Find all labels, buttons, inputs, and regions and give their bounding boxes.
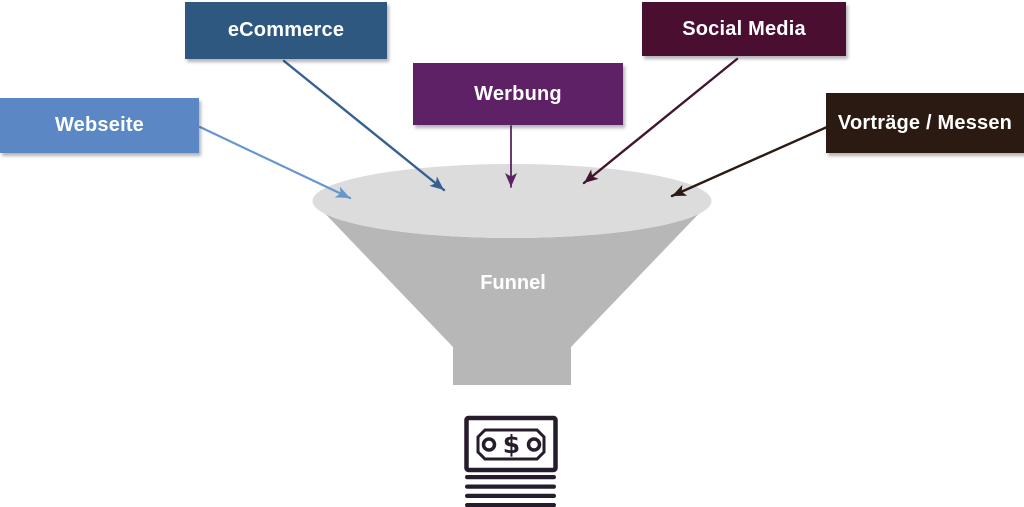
funnel-top-opening (312, 164, 712, 238)
banknote-stack-line (465, 493, 556, 498)
banknote-inner-border (476, 428, 546, 461)
money-stack-icon: $ (464, 415, 558, 507)
source-box-social-media: Social Media (642, 2, 846, 56)
banknote-right-circle (526, 437, 542, 452)
dollar-sign: $ (503, 430, 520, 459)
source-label: eCommerce (227, 19, 345, 41)
source-box-ecommerce: eCommerce (185, 2, 387, 59)
source-label: Werbung (474, 82, 562, 105)
banknote-outline (464, 415, 558, 473)
funnel-label: Funnel (480, 272, 546, 294)
source-box-webseite: Webseite (0, 98, 199, 153)
source-box-werbung: Werbung (413, 63, 623, 125)
source-label: Webseite (54, 114, 145, 136)
arrow-ecommerce-to-funnel (282, 59, 446, 192)
arrows (198, 57, 829, 200)
source-label: Vorträge / Messen (837, 111, 1013, 134)
funnel-body (313, 201, 711, 385)
funnel-shape (312, 164, 712, 385)
banknote-stack-line (465, 475, 556, 480)
source-box-vortraege-messen: Vorträge / Messen (826, 93, 1024, 153)
banknote-stack-line (465, 484, 556, 489)
source-label: Social Media (682, 17, 806, 40)
arrow-webseite-to-funnel (198, 125, 352, 200)
banknote-left-circle (481, 437, 497, 452)
arrow-social-media-to-funnel (582, 57, 739, 185)
banknote-stack-line (465, 503, 556, 507)
arrow-vortraege-to-funnel (670, 125, 829, 198)
